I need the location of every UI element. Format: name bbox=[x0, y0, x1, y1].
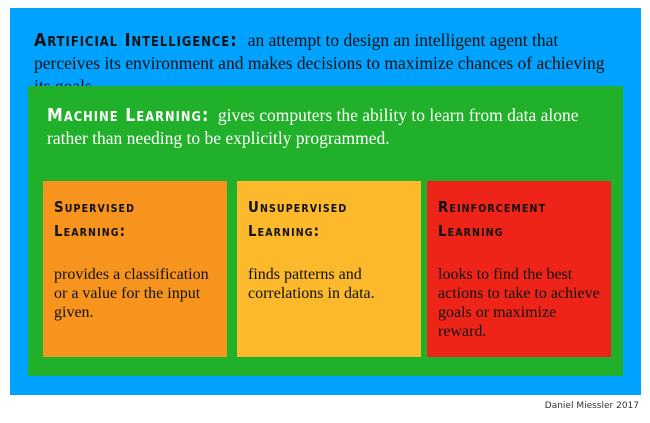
card-title-line: Unsupervised bbox=[248, 198, 348, 216]
reinforcement-learning-description: looks to find the best actions to take t… bbox=[438, 266, 600, 340]
supervised-learning-title: Supervised Learning: bbox=[54, 195, 226, 243]
artificial-intelligence-heading: Artificial Intelligence: bbox=[34, 30, 238, 51]
author-credit: Daniel Miessler 2017 bbox=[544, 401, 639, 411]
machine-learning-definition: Machine Learning: gives computers the ab… bbox=[47, 104, 607, 149]
reinforcement-learning-card: Reinforcement Learning looks to find the… bbox=[427, 181, 611, 357]
supervised-learning-description: provides a classification or a value for… bbox=[54, 266, 209, 321]
card-title-line: Learning bbox=[438, 222, 504, 240]
artificial-intelligence-description: an attempt to design an intelligent agen… bbox=[34, 30, 605, 96]
supervised-learning-card: Supervised Learning: provides a classifi… bbox=[43, 181, 227, 357]
machine-learning-heading: Machine Learning: bbox=[47, 105, 210, 126]
machine-learning-description: gives computers the ability to learn fro… bbox=[47, 105, 579, 148]
card-title-line: Supervised bbox=[54, 198, 136, 216]
unsupervised-learning-description: finds patterns and correlations in data. bbox=[248, 266, 375, 302]
card-title-line: Learning: bbox=[54, 222, 127, 240]
card-title-line: Reinforcement bbox=[438, 198, 547, 216]
unsupervised-learning-card: Unsupervised Learning: finds patterns an… bbox=[237, 181, 421, 357]
card-title-line: Learning: bbox=[248, 222, 321, 240]
reinforcement-learning-title: Reinforcement Learning bbox=[438, 195, 610, 243]
artificial-intelligence-definition: Artificial Intelligence: an attempt to d… bbox=[34, 29, 624, 98]
unsupervised-learning-title: Unsupervised Learning: bbox=[248, 195, 420, 243]
